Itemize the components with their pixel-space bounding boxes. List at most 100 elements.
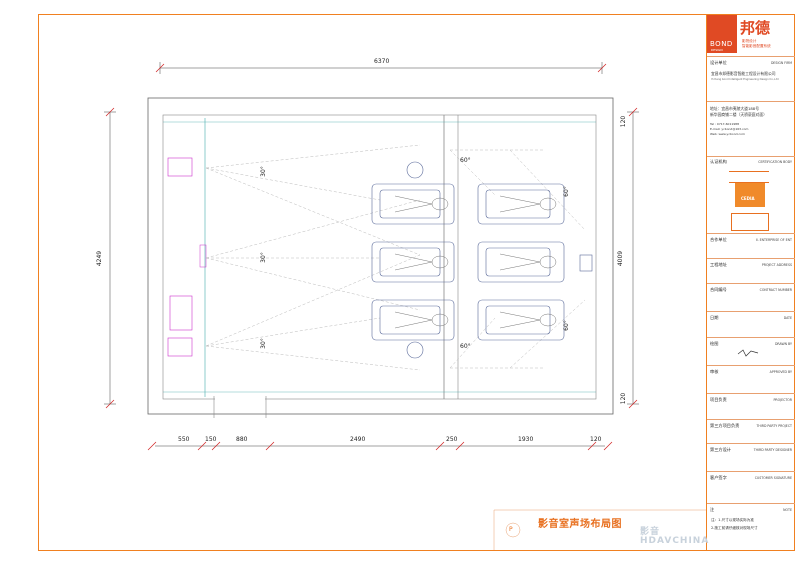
logo-en-sub: DESIGN [711,48,723,52]
dim-bottom-6: 1930 [518,436,534,443]
row-contract-number: 合同编号 CONTRACT NUMBER [707,283,795,308]
dim-bottom-1: 550 [178,436,190,443]
speaker-front-right [167,337,193,357]
contact-web: Web: www.ycbond.com [710,132,745,136]
seat [477,241,565,283]
dim-overall-depth: 4249 [96,250,104,267]
signature-icon [737,349,759,357]
row-value: APPROVED BY [769,370,792,374]
row-address: 地址：宜昌市夷陵大道188号 新华园商铺二楼（天骄豪庭对面） Tel : 071… [707,101,795,154]
contact-email: E-mail: ycbond@163.com [710,127,749,131]
row-value: PROJECTOR [773,398,793,402]
dim-bottom-7: 120 [590,436,602,443]
row-customer-signature: 客户签字 CUSTOMER SIGNATURE [707,471,795,500]
row-value: DATE [783,316,792,320]
center-speaker [199,244,207,268]
row-value: DESIGN FIRM [770,61,792,65]
dimension-lines [104,62,639,447]
row-approved: 审核 APPROVED BY [707,365,795,390]
angle-label: 30° [259,166,267,177]
dimension-ticks [105,63,638,451]
dim-right-bottom: 120 [620,392,628,405]
seat [371,299,455,341]
company-name-en: Yichang bond Intelligent Engineering Des… [711,78,779,81]
row-label: 第三方项目负责 [710,423,740,428]
cert-logo-1 [729,171,769,183]
subwoofer [169,295,193,331]
row-label: 审核 [710,369,719,374]
company-name-cn: 宜昌市邦德影音智能工程设计有限公司 [711,71,776,76]
dim-right-top: 120 [620,115,628,128]
door-opening [215,395,265,403]
dim-bottom-3: 880 [236,436,248,443]
logo-tag-1: 影院设计 [742,39,757,43]
contact-tel: Tel : 0717-6011988 [710,122,739,126]
row-design-firm: 设计单位 DESIGN FIRM 宜昌市邦德影音智能工程设计有限公司 Yicha… [707,56,795,91]
row-label: 绘图 [710,341,719,346]
sheet-border [38,14,795,551]
row-value: Ⅱ. ENTERPRISE OF ENT [756,238,792,242]
logo-cn: 邦德 [740,19,771,37]
title-block: BOND DESIGN 邦德 影院设计 智能影音配置系统 设计单位 DESIGN… [706,15,795,550]
row-value: CERTIFICATION BODY [758,160,792,164]
angle-label: 60° [460,343,471,350]
address-1: 地址：宜昌市夷陵大道188号 [710,106,760,111]
row-label: 设计单位 [710,60,727,65]
seat [477,183,565,225]
speaker-front-left [167,157,193,177]
angle-label: 60° [562,320,570,331]
dim-bottom-5: 250 [446,436,458,443]
company-logo: BOND DESIGN 邦德 影院设计 智能影音配置系统 [707,15,795,53]
cert-logo-cedia: CEDIA [735,183,765,207]
row-value: THIRD PARTY DESIGNER [753,448,792,452]
angle-label: 60° [460,157,471,164]
page-mark: P [509,526,513,533]
dim-bottom-4: 2490 [350,436,366,443]
angle-label: 30° [259,338,267,349]
row-value: THIRD PARTY PROJECT [756,424,792,428]
watermark: 影音 HDAVCHINA [640,527,710,546]
seat [371,241,455,283]
row-value: PROJECT ADDRESS [761,263,792,267]
row-label: 合同编号 [710,287,727,292]
bottom-title-frame [493,509,706,550]
row-value: NOTE [783,508,792,512]
row-label: 日期 [710,315,719,320]
dim-bottom-2: 150 [205,436,217,443]
row-date: 日期 DATE [707,311,795,334]
dim-overall-width: 6370 [374,58,390,65]
row-certification: 认证机构 CERTIFICATION BODY CEDIA [707,156,795,247]
dim-inner-depth: 4009 [617,250,625,267]
address-2: 新华园商铺二楼（天骄豪庭对面） [710,112,767,117]
row-label: 合作单位 [710,237,727,242]
row-third-party-project: 第三方项目负责 THIRD PARTY PROJECT [707,419,795,442]
note-line-1: 注：1.尺寸以现场实际为准 [711,518,754,522]
row-note: 注 NOTE 注：1.尺寸以现场实际为准 2.施工前请仔细核对现场尺寸 [707,503,795,550]
row-value: DRAWN BY [774,342,792,346]
seats-row-front [371,161,455,359]
row-value: CUSTOMER SIGNATURE [754,476,792,480]
row-label: 工程地址 [710,262,727,267]
room-inner-wall [162,114,597,400]
row-label: 注 [710,507,715,512]
row-label: 客户签字 [710,475,727,480]
angle-label: 60° [562,186,570,197]
seat [371,183,455,225]
angle-label: 30° [259,252,267,263]
row-contract: 合作单位 Ⅱ. ENTERPRISE OF ENT [707,233,795,252]
row-third-party-designer: 第三方设计 THIRD PARTY DESIGNER [707,443,795,466]
row-label: 项目负责 [710,397,727,402]
note-line-2: 2.施工前请仔细核对现场尺寸 [711,526,758,530]
logo-en: BOND [710,40,733,48]
seated-figures [394,195,557,329]
seats-row-back [477,183,593,341]
logo-tag-2: 智能影音配置系统 [742,44,771,48]
seat [477,299,565,341]
row-label: 第三方设计 [710,447,731,452]
row-projector: 项目负责 PROJECTOR [707,393,795,418]
room-outer-wall [147,97,614,415]
logo-mark: BOND DESIGN [707,15,737,53]
row-drawn-by: 绘图 DRAWN BY [707,337,795,362]
